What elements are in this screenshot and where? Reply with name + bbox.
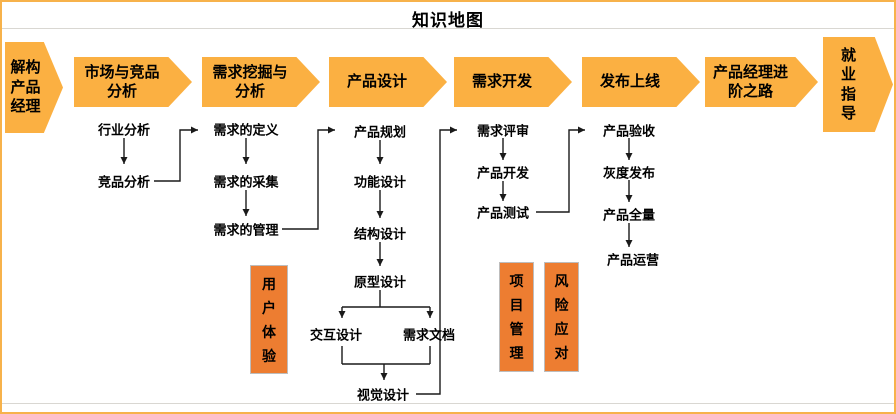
stage-arrow-deconstruct-pm: 解构产品经理: [5, 42, 63, 133]
page-title: 知识地图: [412, 11, 484, 30]
badge-label: 风险应对: [554, 273, 569, 361]
node-req-collection: 需求的采集: [213, 174, 279, 190]
node-gray-release: 灰度发布: [602, 165, 656, 181]
node-prototype-design: 原型设计: [353, 274, 407, 290]
node-product-test: 产品测试: [476, 205, 530, 221]
badge-label: 项目管理: [509, 273, 524, 361]
badge-risk-response: 风险应对: [544, 262, 579, 372]
node-req-review: 需求评审: [476, 123, 530, 139]
node-product-full: 产品全量: [602, 207, 656, 223]
stage-arrow-req-mining: 需求挖掘与分析: [202, 57, 320, 107]
node-function-design: 功能设计: [353, 174, 407, 190]
stage-label: 产品设计: [346, 73, 407, 91]
bottom-divider: [2, 403, 894, 404]
stage-arrow-req-development: 需求开发: [454, 57, 572, 107]
stage-label: 市场与竞品分析: [84, 63, 160, 101]
stage-label: 发布上线: [599, 73, 660, 91]
node-industry-analysis: 行业分析: [97, 122, 151, 138]
stage-label: 需求开发: [471, 73, 532, 91]
title-divider: [2, 28, 894, 29]
stage-arrow-product-design: 产品设计: [329, 57, 447, 107]
node-req-definition: 需求的定义: [213, 122, 279, 138]
badge-user-experience: 用户体验: [250, 265, 288, 374]
stage-label: 产品经理进阶之路: [712, 63, 788, 101]
node-product-acceptance: 产品验收: [602, 123, 656, 139]
node-product-operation: 产品运营: [606, 252, 660, 268]
stage-arrow-market-competitor: 市场与竞品分析: [74, 57, 192, 107]
node-product-dev: 产品开发: [476, 165, 530, 181]
node-structure-design: 结构设计: [353, 226, 407, 242]
stage-label: 就业指导: [840, 46, 856, 123]
stage-label: 解构产品经理: [10, 59, 41, 116]
stage-arrow-career-guidance: 就业指导: [823, 37, 893, 132]
stage-arrow-pm-advanced-path: 产品经理进阶之路: [705, 57, 818, 107]
node-competitor-analysis: 竞品分析: [97, 174, 151, 190]
badge-label: 用户体验: [262, 275, 276, 364]
badge-project-management: 项目管理: [499, 262, 534, 372]
node-req-document: 需求文档: [402, 327, 456, 343]
node-req-management: 需求的管理: [213, 222, 279, 238]
node-product-planning: 产品规划: [353, 124, 407, 140]
stage-arrow-release-launch: 发布上线: [582, 57, 700, 107]
node-visual-design: 视觉设计: [356, 387, 410, 403]
stage-label: 需求挖掘与分析: [212, 63, 288, 101]
node-interaction-design: 交互设计: [309, 327, 363, 343]
